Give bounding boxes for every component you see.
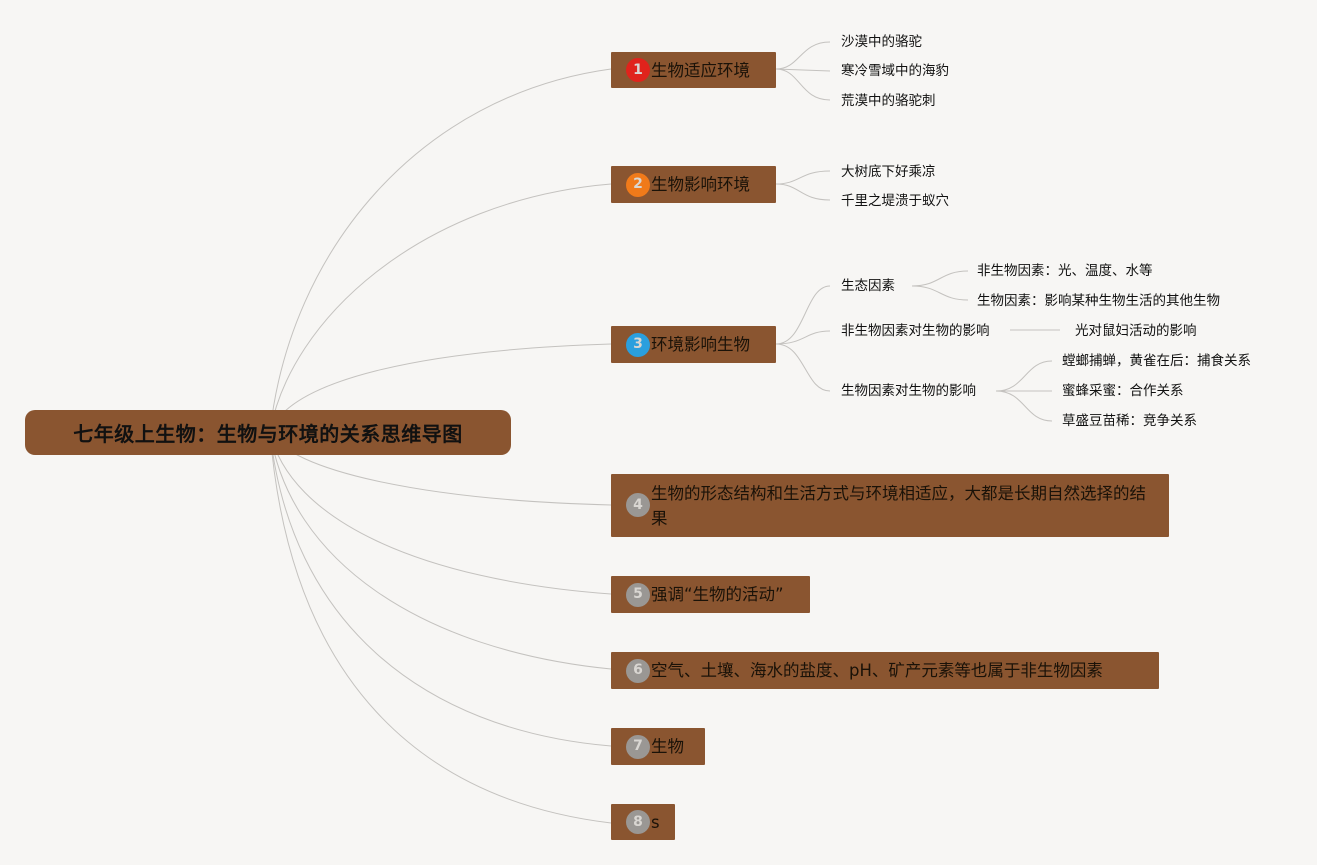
subtopic[interactable]: 蜜蜂采蜜：合作关系 (1062, 383, 1184, 399)
connector (995, 360, 1053, 392)
subtopic[interactable]: 非生物因素：光、温度、水等 (977, 263, 1153, 279)
connector (269, 183, 612, 433)
connector (269, 431, 612, 595)
topic-label: 生物的形态结构和生活方式与环境相适应，大都是长期自然选择的结果 (651, 483, 1146, 528)
subtopic[interactable]: 螳螂捕蝉，黄雀在后：捕食关系 (1062, 353, 1251, 369)
subtopic[interactable]: 生物因素：影响某种生物生活的其他生物 (977, 293, 1220, 309)
connector (775, 170, 831, 185)
connector (995, 390, 1053, 422)
connector (269, 431, 612, 747)
topic-label: 环境影响生物 (651, 335, 750, 354)
connector (269, 68, 612, 433)
connector (775, 68, 831, 72)
subtopic[interactable]: 千里之堤溃于蚁穴 (841, 193, 949, 209)
topic-3[interactable]: 3 环境影响生物 (611, 326, 776, 363)
topic-1[interactable]: 1 生物适应环境 (611, 52, 776, 88)
topic-2[interactable]: 2 生物影响环境 (611, 166, 776, 203)
subtopic[interactable]: 光对鼠妇活动的影响 (1075, 323, 1197, 339)
number-badge-7: 7 (626, 734, 650, 759)
central-topic[interactable]: 七年级上生物：生物与环境的关系思维导图 (25, 410, 511, 455)
connector (775, 183, 831, 201)
connector (911, 270, 969, 287)
number-badge-1: 1 (626, 58, 650, 82)
connector (775, 330, 831, 345)
subtopic[interactable]: 大树底下好乘凉 (841, 164, 936, 180)
topic-7[interactable]: 7 生物 (611, 728, 705, 765)
subtopic[interactable]: 生物因素对生物的影响 (841, 383, 976, 399)
number-badge-3: 3 (626, 332, 650, 357)
number-badge-6: 6 (626, 658, 650, 683)
topic-label: 强调“生物的活动” (651, 585, 784, 604)
topic-label: 生物适应环境 (651, 60, 750, 80)
connector (911, 285, 969, 301)
subtopic[interactable]: 非生物因素对生物的影响 (841, 323, 990, 339)
number-badge-8: 8 (626, 810, 650, 834)
number-badge-5: 5 (626, 582, 650, 607)
connector (775, 68, 831, 101)
subtopic[interactable]: 荒漠中的骆驼刺 (841, 93, 936, 109)
topic-5[interactable]: 5 强调“生物的活动” (611, 576, 810, 613)
topic-4[interactable]: 4 生物的形态结构和生活方式与环境相适应，大都是长期自然选择的结果 (611, 474, 1169, 537)
connector (269, 431, 612, 824)
subtopic[interactable]: 生态因素 (841, 278, 895, 294)
connector (775, 343, 831, 392)
topic-label: s (651, 812, 660, 832)
connector (775, 285, 831, 345)
number-badge-4: 4 (626, 493, 650, 517)
subtopic[interactable]: 沙漠中的骆驼 (841, 34, 922, 50)
topic-8[interactable]: 8 s (611, 804, 675, 840)
number-badge-2: 2 (626, 172, 650, 197)
topic-label: 生物影响环境 (651, 175, 750, 194)
topic-label: 生物 (651, 737, 684, 756)
topic-6[interactable]: 6 空气、土壤、海水的盐度、pH、矿产元素等也属于非生物因素 (611, 652, 1159, 689)
connector (775, 41, 831, 70)
subtopic[interactable]: 寒冷雪域中的海豹 (841, 63, 949, 79)
connector (269, 431, 612, 670)
topic-label: 空气、土壤、海水的盐度、pH、矿产元素等也属于非生物因素 (651, 661, 1103, 680)
subtopic[interactable]: 草盛豆苗稀：竞争关系 (1062, 413, 1197, 429)
